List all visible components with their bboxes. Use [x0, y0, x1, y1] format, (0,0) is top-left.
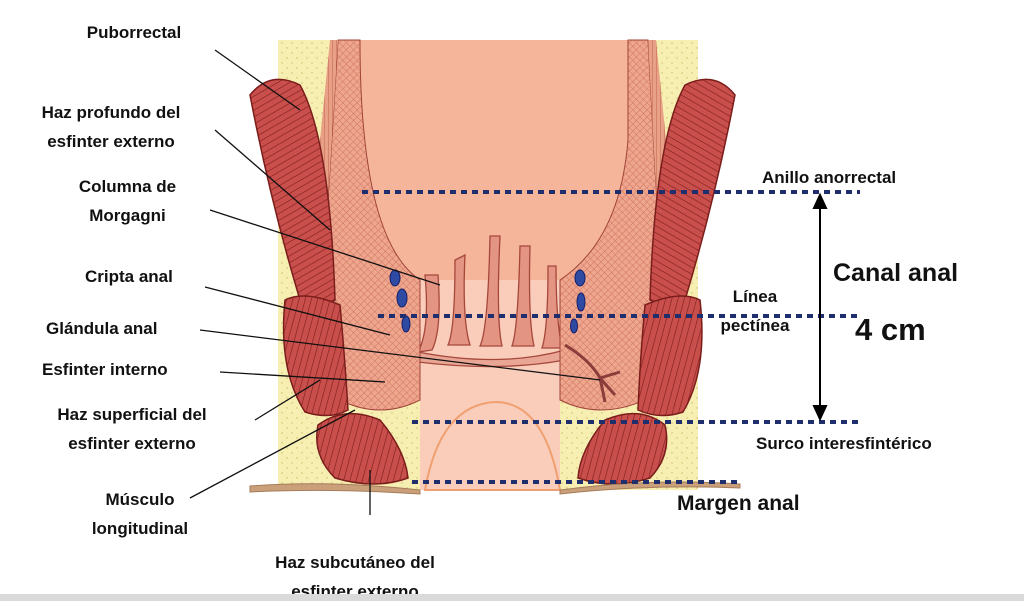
- label-morgagni-line2: Morgagni: [55, 201, 200, 230]
- label-canal-length-text: 4 cm: [855, 312, 926, 347]
- label-deep-line1: Haz profundo del: [20, 98, 202, 127]
- label-anorectal-ring-text: Anillo anorrectal: [762, 168, 896, 187]
- label-puborrectal: Puborrectal: [70, 18, 198, 47]
- label-superficial-line1: Haz superficial del: [32, 400, 232, 429]
- label-intersphincteric-groove-text: Surco interesfintérico: [756, 434, 932, 453]
- label-anal-crypt-text: Cripta anal: [85, 267, 173, 286]
- label-superficial-external-sphincter: Haz superficial del esfinter externo: [32, 400, 232, 458]
- label-morgagni-column: Columna de Morgagni: [55, 172, 200, 230]
- label-anal-gland-text: Glándula anal: [46, 319, 157, 338]
- label-anal-margin-text: Margen anal: [677, 492, 800, 515]
- bottom-border: [0, 594, 1024, 601]
- label-subcutaneous-line2: esfinter externo: [240, 577, 470, 606]
- label-pectinate-line: Línea pectínea: [705, 282, 805, 340]
- label-anal-gland: Glándula anal: [46, 314, 157, 343]
- label-anal-canal-text: Canal anal: [833, 259, 958, 287]
- label-deep-external-sphincter: Haz profundo del esfinter externo: [20, 98, 202, 156]
- label-morgagni-line1: Columna de: [55, 172, 200, 201]
- label-internal-sphincter: Esfinter interno: [42, 355, 168, 384]
- label-longitudinal-muscle: Músculo longitudinal: [60, 485, 220, 543]
- label-internal-sphincter-text: Esfinter interno: [42, 360, 168, 379]
- label-canal-length: 4 cm: [855, 312, 926, 348]
- label-anal-margin: Margen anal: [677, 491, 800, 517]
- label-anal-canal: Canal anal: [833, 258, 958, 288]
- label-longitudinal-line2: longitudinal: [60, 514, 220, 543]
- label-pectinate-line2: pectínea: [705, 311, 805, 340]
- label-anal-crypt: Cripta anal: [85, 262, 173, 291]
- label-superficial-line2: esfinter externo: [32, 429, 232, 458]
- label-puborrectal-text: Puborrectal: [87, 23, 181, 42]
- label-subcutaneous-line1: Haz subcutáneo del: [240, 548, 470, 577]
- canal-length-arrow: [814, 195, 826, 419]
- label-anorectal-ring: Anillo anorrectal: [762, 163, 896, 192]
- label-pectinate-line1: Línea: [705, 282, 805, 311]
- label-deep-line2: esfinter externo: [20, 127, 202, 156]
- label-intersphincteric-groove: Surco interesfintérico: [756, 429, 932, 458]
- label-longitudinal-line1: Músculo: [60, 485, 220, 514]
